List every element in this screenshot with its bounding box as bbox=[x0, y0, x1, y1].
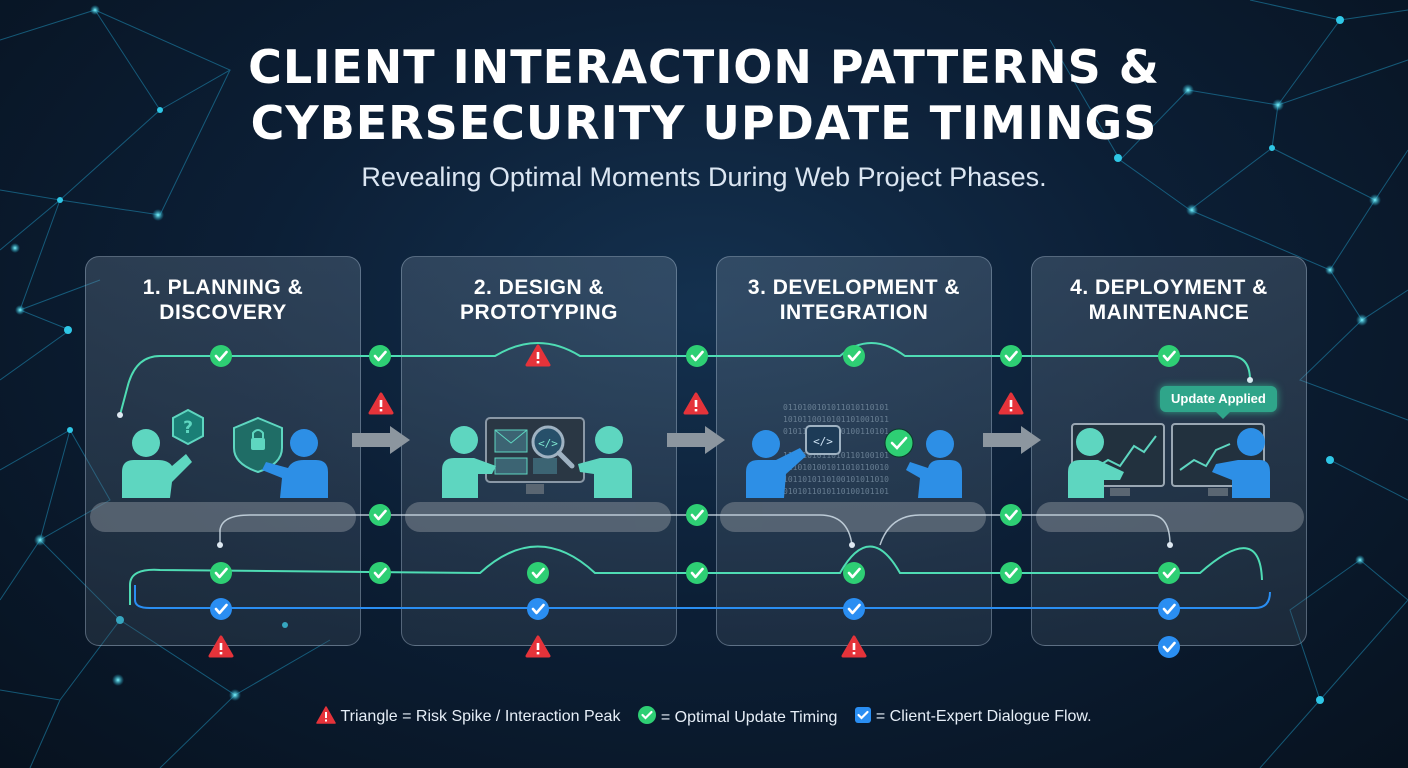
phase-title-line: 4. DEPLOYMENT & bbox=[1070, 276, 1268, 299]
desk-shelves bbox=[90, 502, 1304, 532]
green-check-circle-icon bbox=[684, 560, 710, 586]
update-applied-badge: Update Applied bbox=[1160, 386, 1277, 419]
green-check-circle-icon bbox=[998, 343, 1024, 369]
phase-title-line: DISCOVERY bbox=[159, 301, 287, 324]
blue-check-square-icon bbox=[854, 707, 871, 723]
warning-triangle-icon bbox=[683, 392, 709, 415]
shield-lock-icon bbox=[233, 416, 283, 474]
svg-text:1011010110100101011010: 1011010110100101011010 bbox=[783, 475, 889, 484]
question-hexagon-icon: ? bbox=[172, 408, 204, 446]
green-check-circle-icon bbox=[684, 343, 710, 369]
phase-title-line: 2. DESIGN & bbox=[473, 276, 605, 299]
phase-title: 1. PLANNING & DISCOVERY bbox=[86, 275, 360, 325]
svg-text:1100101011010110100101: 1100101011010110100101 bbox=[783, 451, 889, 460]
warning-triangle-icon bbox=[841, 635, 867, 658]
green-check-circle-icon bbox=[208, 343, 234, 369]
phase-title-line: 3. DEVELOPMENT & bbox=[747, 276, 961, 299]
green-check-circle-icon bbox=[525, 560, 551, 586]
svg-text:1010110010101101001011: 1010110010101101001011 bbox=[783, 415, 889, 424]
page-title-line-1: CLIENT INTERACTION PATTERNS & bbox=[248, 40, 1160, 94]
svg-text:</>: </> bbox=[538, 437, 558, 450]
code-brackets-icon: </> bbox=[805, 425, 841, 455]
dialogue-flow-line bbox=[134, 585, 1271, 609]
legend-label: Triangle = Risk Spike / Interaction Peak bbox=[340, 708, 621, 725]
lower-flow-line bbox=[129, 545, 1263, 605]
warning-triangle-icon bbox=[316, 706, 337, 724]
blue-check-circle-icon bbox=[1156, 596, 1182, 622]
green-check-circle-icon bbox=[367, 560, 393, 586]
phase-title: 2. DESIGN & PROTOTYPING bbox=[402, 275, 676, 325]
warning-triangle-icon bbox=[208, 635, 234, 658]
green-check-circle-icon bbox=[367, 343, 393, 369]
blue-check-circle-icon bbox=[525, 596, 551, 622]
svg-text:0110101001011010110010: 0110101001011010110010 bbox=[783, 463, 889, 472]
legend-item-optimal: = Optimal Update Timing bbox=[637, 705, 838, 727]
blue-check-circle-icon bbox=[841, 596, 867, 622]
warning-triangle-icon bbox=[525, 635, 551, 658]
svg-text:?: ? bbox=[183, 418, 193, 438]
green-check-circle-icon bbox=[684, 502, 710, 528]
blue-check-circle-icon bbox=[208, 596, 234, 622]
svg-text:</>: </> bbox=[813, 435, 833, 448]
page-title-line-2: CYBERSECURITY UPDATE TIMINGS bbox=[250, 96, 1158, 150]
phase2-scene: </> bbox=[442, 417, 632, 498]
green-check-circle-icon bbox=[998, 560, 1024, 586]
phase-title-line: 1. PLANNING & bbox=[142, 276, 304, 299]
page-subtitle: Revealing Optimal Moments During Web Pro… bbox=[361, 162, 1047, 192]
phase-title: 4. DEPLOYMENT & MAINTENANCE bbox=[1032, 275, 1306, 325]
legend: Triangle = Risk Spike / Interaction Peak… bbox=[0, 705, 1408, 727]
phase-title: 3. DEVELOPMENT & INTEGRATION bbox=[717, 275, 991, 325]
phase-title-line: INTEGRATION bbox=[779, 301, 929, 324]
phase3-scene: 0110100101011010110101 10101100101011010… bbox=[746, 403, 962, 498]
mid-flow-line bbox=[219, 514, 1171, 546]
phase-title-line: MAINTENANCE bbox=[1088, 301, 1250, 324]
warning-triangle-icon bbox=[525, 344, 551, 367]
legend-item-risk: Triangle = Risk Spike / Interaction Peak bbox=[316, 706, 620, 726]
green-check-circle-icon bbox=[841, 560, 867, 586]
legend-label: = Optimal Update Timing bbox=[660, 709, 838, 726]
green-check-circle-icon bbox=[637, 706, 656, 724]
phase-arrow bbox=[352, 426, 1041, 454]
top-flow-line bbox=[119, 342, 1251, 416]
phase-title-line: PROTOTYPING bbox=[460, 301, 618, 324]
green-check-circle-icon bbox=[367, 502, 393, 528]
phase1-scene: ? bbox=[122, 408, 328, 498]
green-check-circle-icon bbox=[841, 343, 867, 369]
svg-text:0110100101011010110101: 0110100101011010110101 bbox=[783, 403, 889, 412]
blue-check-circle-icon bbox=[1156, 634, 1182, 660]
warning-triangle-icon bbox=[368, 392, 394, 415]
green-check-circle-icon bbox=[1156, 560, 1182, 586]
warning-triangle-icon bbox=[998, 392, 1024, 415]
legend-item-dialogue: = Client-Expert Dialogue Flow. bbox=[854, 706, 1092, 726]
green-check-circle-icon bbox=[1156, 343, 1182, 369]
svg-text:0101011010110100101101: 0101011010110100101101 bbox=[783, 487, 889, 496]
green-check-circle-icon bbox=[998, 502, 1024, 528]
phase4-scene bbox=[1068, 423, 1270, 498]
magnifier-code-icon: </> bbox=[531, 425, 575, 469]
green-check-circle-icon bbox=[208, 560, 234, 586]
legend-label: = Client-Expert Dialogue Flow. bbox=[875, 708, 1092, 725]
